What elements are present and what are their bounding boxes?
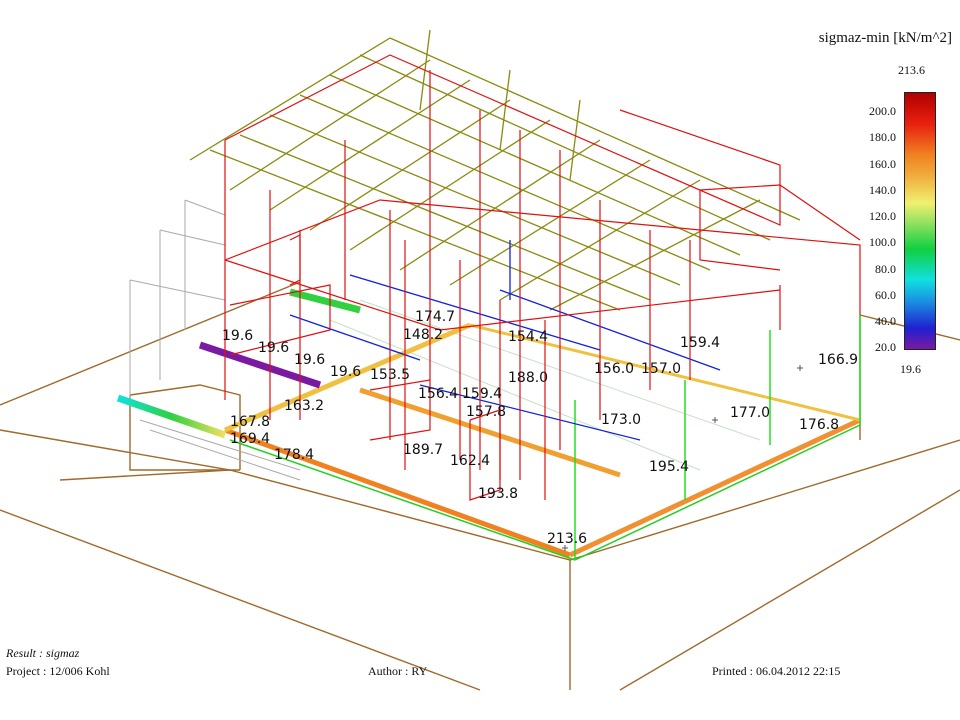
node-markers	[562, 365, 803, 551]
value-label: 157.8	[466, 404, 506, 420]
value-label: 154.4	[508, 329, 548, 345]
color-scale-bar	[904, 92, 936, 350]
value-label: 173.0	[601, 412, 641, 428]
value-label: 162.4	[450, 453, 490, 469]
walls	[224, 54, 861, 501]
legend-tick: 80.0	[875, 262, 896, 276]
value-label: 156.4	[418, 386, 458, 402]
legend-tick: 200.0	[869, 104, 896, 118]
legend-tick: 160.0	[869, 157, 896, 171]
value-label: 159.4	[462, 386, 502, 402]
value-label: 213.6	[547, 531, 587, 547]
result-label: Result : sigmaz	[6, 646, 80, 660]
legend-max-value: 213.6	[898, 63, 925, 77]
value-label: 176.8	[799, 417, 839, 433]
legend-tick: 20.0	[875, 340, 896, 354]
secondary-structure	[129, 199, 761, 481]
legend-tick: 140.0	[869, 183, 896, 197]
result-labels: 19.6 19.6 19.6 19.6 174.7 148.2 154.4 15…	[222, 309, 858, 547]
value-label: 178.4	[274, 447, 314, 463]
value-label: 19.6	[294, 352, 325, 368]
legend-tick: 180.0	[869, 130, 896, 144]
value-label: 167.8	[230, 414, 270, 430]
legend-min-value: 19.6	[900, 362, 921, 376]
value-label: 159.4	[680, 335, 720, 351]
value-label: 19.6	[258, 340, 289, 356]
legend-tick: 100.0	[869, 235, 896, 249]
project-label: Project : 12/006 Kohl	[6, 664, 110, 678]
value-label: 166.9	[818, 352, 858, 368]
author-label: Author : RY	[368, 664, 428, 678]
legend-tick: 60.0	[875, 288, 896, 302]
value-label: 169.4	[230, 431, 270, 447]
value-label: 157.0	[641, 361, 681, 377]
roof-lattice	[189, 29, 801, 311]
value-label: 189.7	[403, 442, 443, 458]
value-label: 193.8	[478, 486, 518, 502]
legend-tick: 40.0	[875, 314, 896, 328]
beams	[289, 240, 721, 441]
value-label: 188.0	[508, 370, 548, 386]
value-label: 163.2	[284, 398, 324, 414]
value-label: 153.5	[370, 367, 410, 383]
legend-tick: 120.0	[869, 209, 896, 223]
slab-edges	[116, 288, 862, 561]
value-label: 19.6	[330, 364, 361, 380]
value-label: 148.2	[403, 327, 443, 343]
legend-title: sigmaz-min [kN/m^2]	[818, 30, 952, 46]
value-label: 177.0	[730, 405, 770, 421]
printed-date: Printed : 06.04.2012 22:15	[712, 664, 841, 678]
value-label: 174.7	[415, 309, 455, 325]
value-label: 156.0	[594, 361, 634, 377]
value-label: 195.4	[649, 459, 689, 475]
value-label: 19.6	[222, 328, 253, 344]
